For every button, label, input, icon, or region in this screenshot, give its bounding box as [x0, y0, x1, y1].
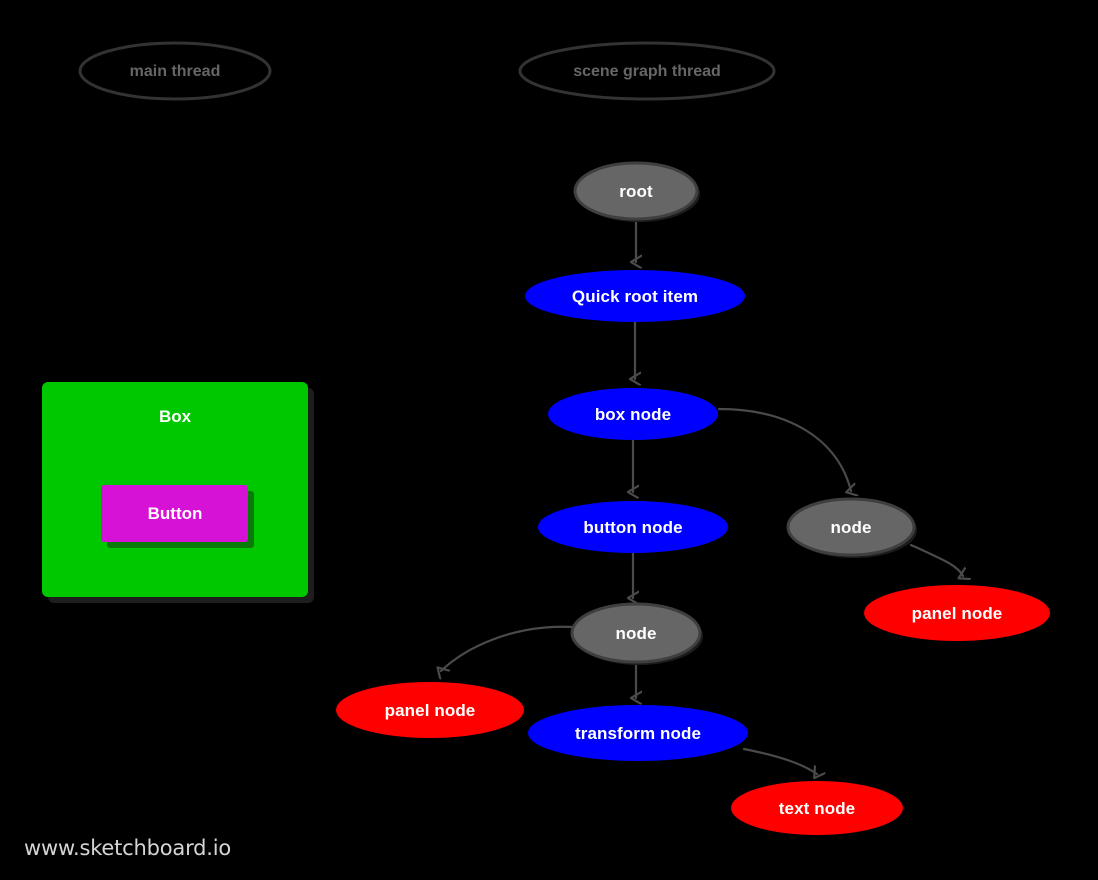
swimlane-main-thread [78, 41, 272, 101]
swimlane-main-thread-label: main thread [129, 63, 221, 80]
node-panel-node-right-ellipse[interactable] [864, 585, 1050, 641]
node-node-right-ellipse[interactable] [786, 497, 916, 557]
ui-mockup-button-label: Button [147, 504, 203, 523]
edge-transform-node-to-text-node [742, 747, 817, 774]
node-panel-node-left[interactable] [336, 682, 524, 738]
node-root-ellipse[interactable] [573, 161, 699, 221]
node-button-node[interactable] [538, 501, 728, 553]
swimlane-scene-graph-thread-label: scene graph thread [573, 63, 721, 80]
node-quick-root-item[interactable] [525, 270, 745, 322]
edge-node-lower-to-panel-node-left [441, 625, 575, 671]
edge-node-right-to-panel-node [909, 543, 963, 576]
edge-box-node-to-node-right [717, 407, 851, 491]
ui-mockup-button[interactable] [101, 485, 254, 548]
node-box-node-ellipse[interactable] [548, 388, 718, 440]
button-rect[interactable] [101, 485, 248, 542]
swimlane-main-thread-ellipse [78, 41, 272, 101]
swimlane-scene-graph-thread [518, 41, 776, 101]
node-root[interactable] [573, 161, 700, 222]
node-button-node-ellipse[interactable] [538, 501, 728, 553]
node-panel-node-right[interactable] [864, 585, 1050, 641]
node-quick-root-item-ellipse[interactable] [525, 270, 745, 322]
node-node-lower[interactable] [570, 602, 703, 665]
ui-mockup-box-label: Box [158, 407, 192, 426]
node-text-node[interactable] [731, 781, 903, 835]
watermark: www.sketchboard.io [24, 836, 232, 860]
node-node-right[interactable] [786, 497, 917, 558]
node-transform-node-ellipse[interactable] [528, 705, 748, 761]
node-panel-node-left-ellipse[interactable] [336, 682, 524, 738]
node-box-node[interactable] [548, 388, 718, 440]
node-node-lower-ellipse[interactable] [570, 602, 702, 664]
swimlane-scene-graph-thread-ellipse [518, 41, 776, 101]
node-transform-node[interactable] [528, 705, 748, 761]
node-text-node-ellipse[interactable] [731, 781, 903, 835]
